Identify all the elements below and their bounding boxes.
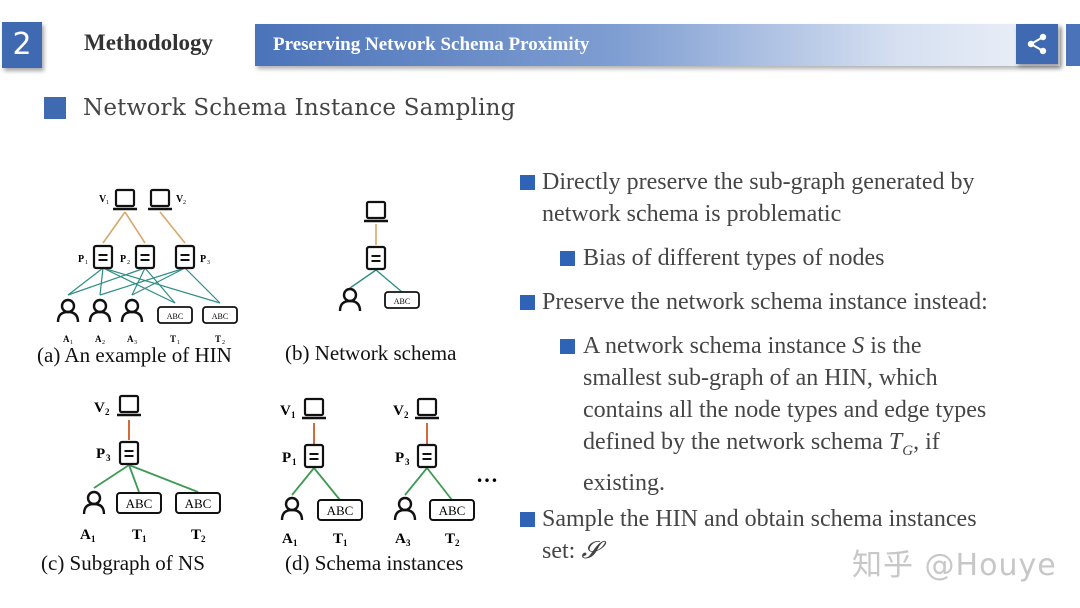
svg-text:1: 1 [91,534,96,544]
svg-text:A: A [80,527,91,543]
caption-a: (a) An example of HIN [37,343,232,367]
bullet-square-icon [560,251,575,266]
svg-text:1: 1 [292,457,297,467]
svg-text:2: 2 [455,538,460,548]
svg-text:2: 2 [183,200,186,206]
ellipsis: … [476,462,498,487]
svg-text:2: 2 [102,340,105,346]
svg-text:1: 1 [343,538,348,548]
svg-text:P: P [120,254,126,265]
caption-c: (c) Subgraph of NS [41,551,205,575]
svg-text:T: T [191,527,201,543]
svg-text:P: P [78,254,84,265]
svg-text:A: A [395,531,406,547]
svg-text:T: T [170,334,176,344]
svg-text:2: 2 [127,260,130,266]
svg-text:P: P [96,446,105,462]
svg-text:1: 1 [85,260,88,266]
svg-text:2: 2 [222,340,225,346]
bullet-2: Preserve the network schema instance ins… [542,286,1080,318]
svg-text:1: 1 [142,534,147,544]
panel-b-network-schema: ABC [338,200,420,313]
bullet-3-line-1: Sample the HIN and obtain schema instanc… [542,506,977,532]
subtitle: Network Schema Instance Sampling [83,95,516,121]
svg-text:V: V [176,194,184,205]
svg-text:ABC: ABC [167,312,183,321]
bullet-2-sub-line-1: A network schema instance S is the [583,333,922,359]
svg-text:3: 3 [134,340,137,346]
caption-d: (d) Schema instances [285,551,464,575]
watermark: 知乎 @Houye [852,548,1057,583]
bullet-1-line-1: Directly preserve the sub-graph generate… [542,169,975,195]
svg-text:P: P [395,450,404,466]
svg-text:1: 1 [293,538,298,548]
svg-text:1: 1 [291,410,296,420]
svg-text:2: 2 [201,534,206,544]
bullet-2-sub-line-4: defined by the network schema TG, if [583,429,940,459]
bullet-2-sub-line-3: contains all the node types and edge typ… [583,397,987,423]
svg-text:1: 1 [70,340,73,346]
bullet-2-sub: A network schema instance S is the small… [583,330,1053,499]
svg-text:V: V [393,403,404,419]
svg-text:A: A [127,334,134,344]
svg-text:P: P [282,450,291,466]
svg-text:V: V [94,400,105,416]
share-button[interactable] [1016,24,1058,64]
svg-text:3: 3 [406,538,411,548]
svg-text:ABC: ABC [185,496,212,511]
svg-text:T: T [445,531,455,547]
section-number-badge: 2 [2,22,42,68]
svg-text:ABC: ABC [394,297,410,306]
bullet-1-line-2: network schema is problematic [542,201,842,227]
svg-text:ABC: ABC [439,503,466,518]
svg-text:1: 1 [177,340,180,346]
bullet-2-text: Preserve the network schema instance ins… [542,289,988,315]
svg-text:ABC: ABC [327,503,354,518]
bullet-square-icon [520,295,535,310]
svg-text:A: A [282,531,293,547]
svg-text:3: 3 [207,260,210,266]
svg-text:2: 2 [105,407,110,417]
bullet-2-sub-line-2: smallest sub-graph of an HIN, which [583,365,938,391]
share-icon [1027,33,1047,55]
banner-edge [1066,24,1080,66]
bullet-1-sub-text: Bias of different types of nodes [583,245,885,271]
svg-text:ABC: ABC [126,496,153,511]
svg-text:T: T [132,527,142,543]
svg-text:V: V [280,403,291,419]
bullet-square-icon [560,339,575,354]
title-banner: Preserving Network Schema Proximity [255,24,1060,66]
bullet-1-sub: Bias of different types of nodes [583,242,1080,274]
svg-text:A: A [95,334,102,344]
svg-text:V: V [99,194,107,205]
slide-title: Preserving Network Schema Proximity [273,34,590,55]
svg-text:A: A [63,334,70,344]
bullet-square-icon [520,175,535,190]
subtitle-bullet-icon [44,97,66,119]
svg-text:3: 3 [106,453,111,463]
section-name: Methodology [84,30,214,55]
svg-text:ABC: ABC [212,312,228,321]
bullet-1: Directly preserve the sub-graph generate… [542,166,1080,230]
bullet-3: Sample the HIN and obtain schema instanc… [542,503,1080,567]
svg-text:1: 1 [106,200,109,206]
bullet-square-icon [520,512,535,527]
caption-b: (b) Network schema [285,341,457,365]
bullet-3-line-2: set: 𝓢 [542,538,600,564]
svg-text:P: P [200,254,206,265]
svg-text:3: 3 [405,457,410,467]
svg-text:2: 2 [404,410,409,420]
svg-text:T: T [333,531,343,547]
bullet-2-sub-line-5: existing. [583,469,665,496]
svg-text:T: T [215,334,221,344]
